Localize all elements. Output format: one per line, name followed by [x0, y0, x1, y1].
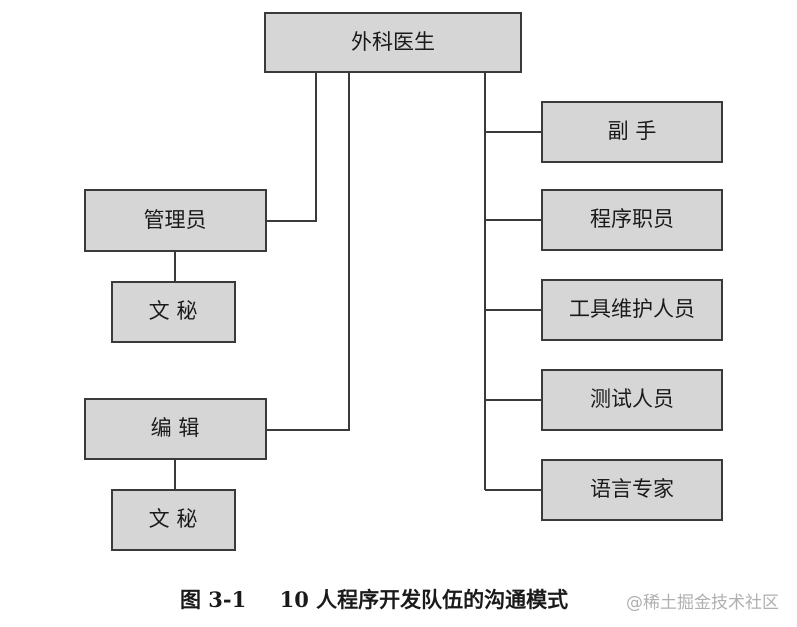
node-secretary-editor: 文 秘: [111, 489, 236, 551]
node-tester: 测试人员: [541, 369, 723, 431]
node-toolsmith-label: 工具维护人员: [569, 297, 695, 321]
line-surgeon-administrator: [266, 72, 317, 222]
figure-number: 图 3-1: [180, 587, 247, 612]
node-administrator: 管理员: [84, 189, 267, 252]
node-editor: 编 辑: [84, 398, 267, 460]
connectors: [174, 72, 542, 491]
node-administrator-label: 管理员: [144, 208, 207, 232]
node-secretary-admin: 文 秘: [111, 281, 236, 343]
line-surgeon-editor: [266, 72, 350, 431]
node-program-clerk: 程序职员: [541, 189, 723, 251]
node-program-clerk-label: 程序职员: [590, 207, 674, 231]
node-surgeon: 外科医生: [264, 12, 522, 73]
node-editor-label: 编 辑: [151, 416, 200, 440]
watermark: @稀土掘金技术社区: [626, 593, 779, 613]
node-language-lawyer: 语言专家: [541, 459, 723, 521]
node-copilot: 副 手: [541, 101, 723, 163]
node-toolsmith: 工具维护人员: [541, 279, 723, 341]
figure-title: 10 人程序开发队伍的沟通模式: [279, 587, 569, 612]
team-communication-diagram: 外科医生 管理员 文 秘 编 辑 文 秘 副 手 程序职员 工具维护人员 测试人…: [84, 12, 723, 551]
node-surgeon-label: 外科医生: [351, 30, 435, 54]
node-secretary-admin-label: 文 秘: [149, 299, 198, 323]
node-language-lawyer-label: 语言专家: [590, 477, 674, 501]
node-copilot-label: 副 手: [608, 119, 657, 143]
node-tester-label: 测试人员: [590, 387, 674, 411]
node-secretary-editor-label: 文 秘: [149, 507, 198, 531]
figure-caption: 图 3-1 10 人程序开发队伍的沟通模式: [180, 584, 568, 614]
